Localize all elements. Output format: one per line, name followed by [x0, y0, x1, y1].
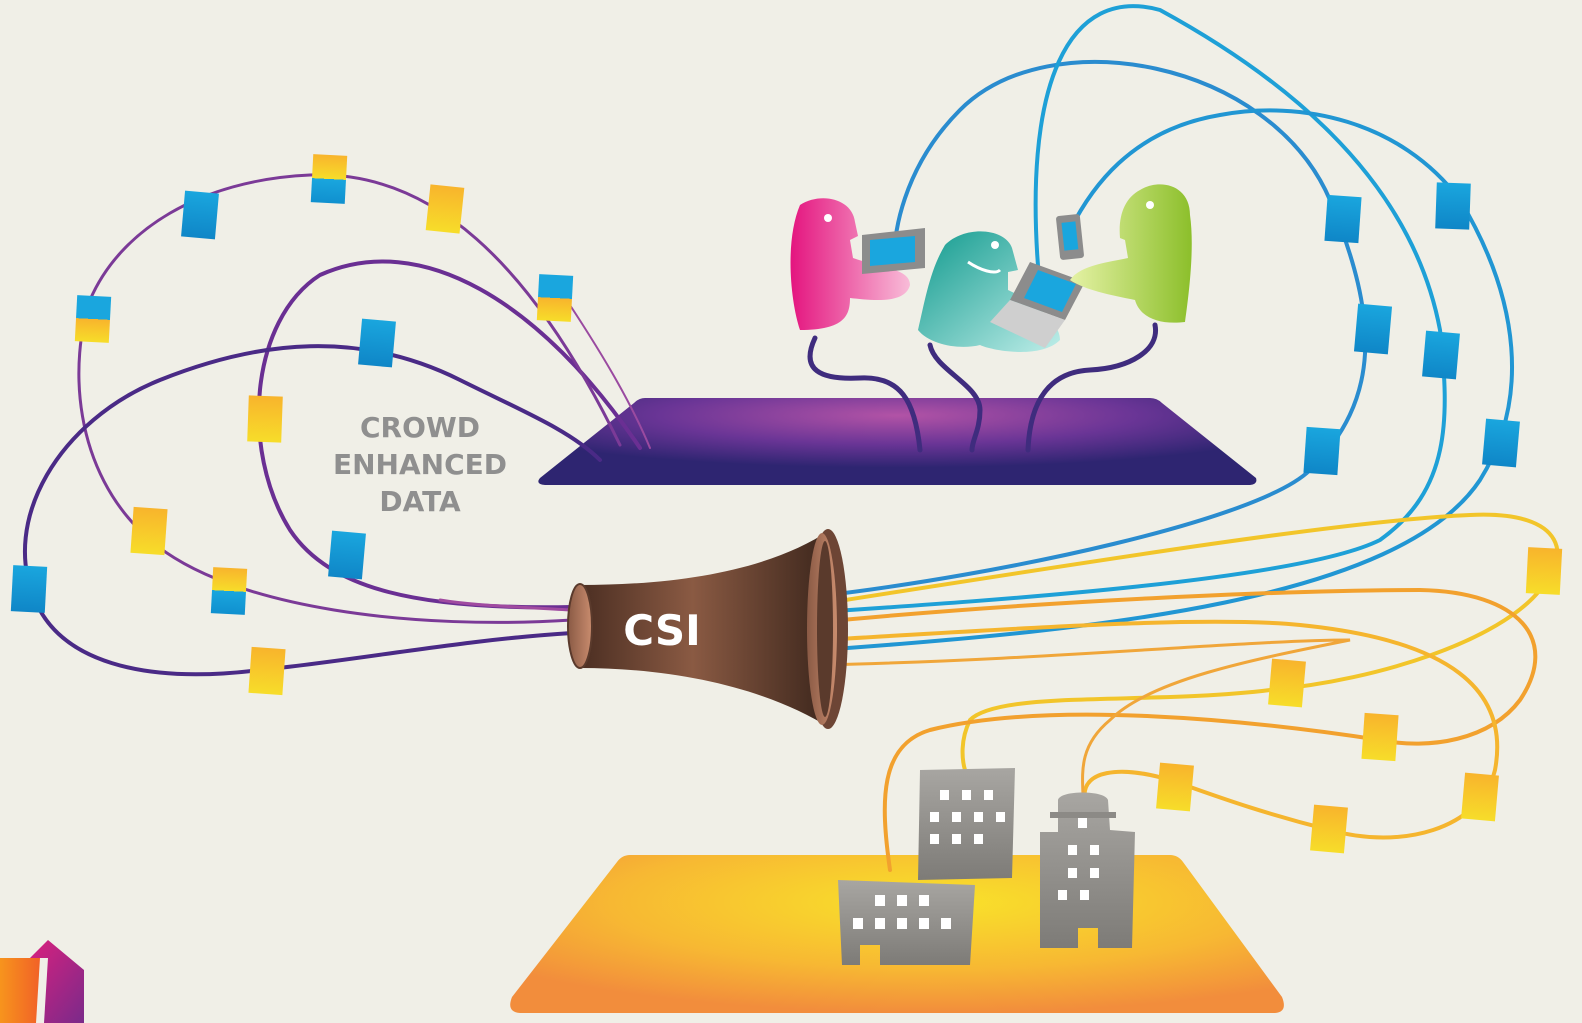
building-icon: [1040, 792, 1135, 948]
label-line-1: CROWD: [360, 411, 480, 444]
data-tile-icon: [74, 295, 112, 343]
corner-logo-fragment: [0, 940, 84, 1023]
data-tile-icon: [328, 530, 366, 580]
data-tile-icon: [358, 318, 396, 368]
data-tile-icon: [536, 274, 574, 322]
data-tile-icon: [1310, 804, 1348, 854]
data-tile-icon: [1156, 762, 1194, 812]
phone-icon: [1056, 214, 1084, 260]
data-tile-icon: [130, 506, 168, 556]
data-tile-icon: [425, 184, 465, 234]
data-tile-icon: [1435, 182, 1471, 230]
data-tile-icon: [1268, 658, 1306, 708]
data-tile-icon: [1422, 330, 1460, 380]
building-icon: [918, 768, 1015, 880]
data-tile-icon: [1303, 426, 1341, 476]
data-tile-icon: [248, 646, 286, 696]
building-icon: [838, 880, 975, 965]
data-tiles: [10, 154, 1563, 854]
funnel-label: CSI: [623, 606, 700, 655]
data-tile-icon: [1361, 712, 1399, 762]
laptop-icon: [990, 262, 1085, 348]
data-tile-icon: [10, 565, 48, 613]
data-tile-icon: [247, 395, 283, 443]
data-tile-icon: [310, 154, 348, 204]
person-lime-icon: [1070, 184, 1192, 323]
orange-strands: [818, 512, 1560, 872]
funnel-icon: CSI: [567, 529, 848, 729]
data-tile-icon: [1324, 194, 1362, 244]
data-tile-icon: [1353, 303, 1393, 355]
label-line-3: DATA: [379, 485, 461, 518]
crowd-enhanced-data-label: CROWD ENHANCED DATA: [333, 411, 507, 518]
data-tile-icon: [1525, 547, 1563, 595]
person-pink-icon: [790, 198, 910, 330]
purple-strands: [23, 173, 651, 677]
people-cords: [807, 322, 1159, 453]
data-tile-icon: [181, 190, 219, 240]
tablet-icon: [862, 228, 925, 274]
data-tile-icon: [1482, 418, 1520, 468]
data-tile-icon: [210, 567, 248, 615]
label-line-2: ENHANCED: [333, 448, 507, 481]
purple-platform: [538, 398, 1257, 485]
data-tile-icon: [1461, 772, 1499, 822]
